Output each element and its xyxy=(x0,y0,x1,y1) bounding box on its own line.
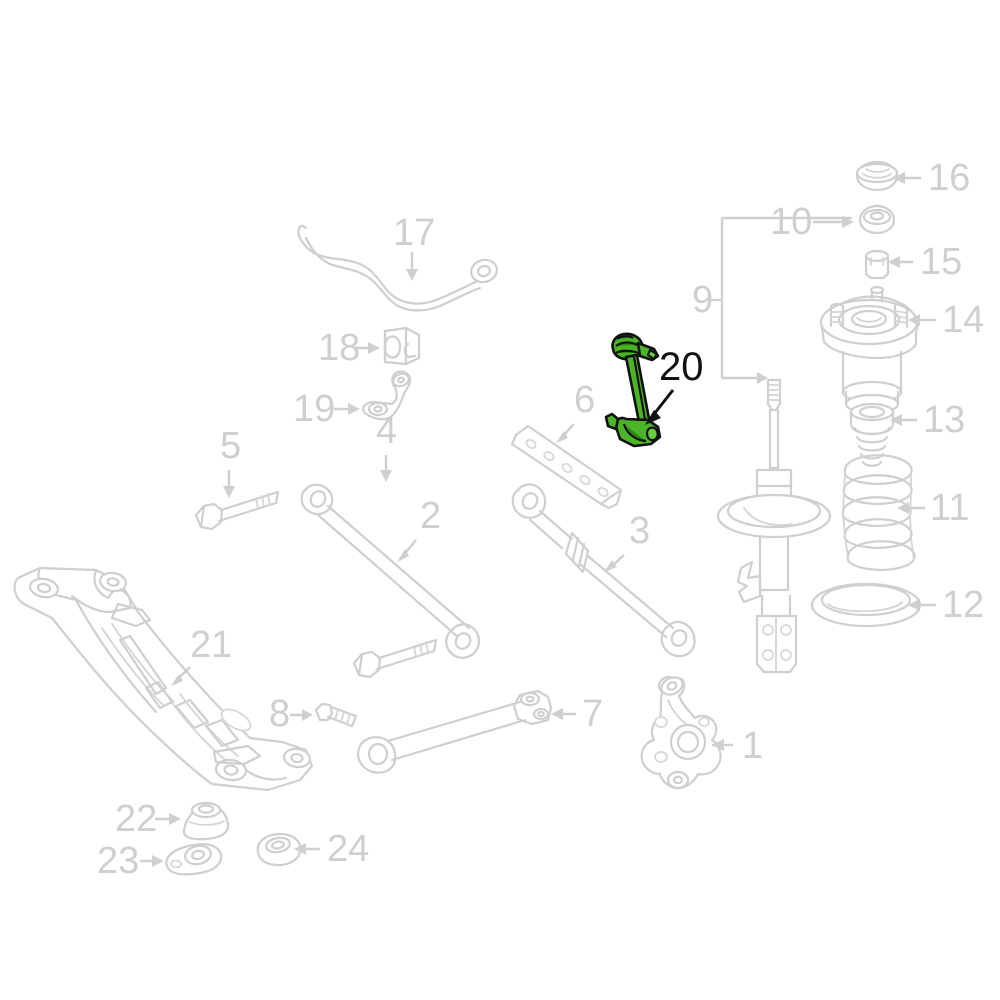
callout-label-16[interactable]: 16 xyxy=(928,157,970,199)
callout-label-13[interactable]: 13 xyxy=(923,399,965,441)
part-24-cushion-lower xyxy=(256,832,302,867)
part-13-bumper-stopper xyxy=(849,402,895,467)
callout-label-24[interactable]: 24 xyxy=(327,828,369,870)
part-9-shock-absorber xyxy=(716,378,832,674)
part-17-stabilizer-bar xyxy=(297,224,498,312)
callout-label-9[interactable]: 9 xyxy=(692,279,713,321)
callout-label-6[interactable]: 6 xyxy=(574,379,595,421)
callout-labels: 1 2 3 4 5 6 7 8 9 10 11 12 13 14 15 16 1… xyxy=(97,157,984,882)
part-6-support-plate xyxy=(510,424,623,510)
part-8-stud-bolt xyxy=(314,702,358,728)
part-14-suspension-support xyxy=(819,285,919,415)
callout-label-19[interactable]: 19 xyxy=(293,388,335,430)
callout-label-8[interactable]: 8 xyxy=(269,693,290,735)
callout-label-10[interactable]: 10 xyxy=(770,201,812,243)
callout-label-14[interactable]: 14 xyxy=(942,299,984,341)
part-22-cushion-upper xyxy=(182,801,230,841)
part-3-toe-adjust-link xyxy=(511,483,696,658)
part-15-collar xyxy=(864,249,890,280)
part-10-support-nut xyxy=(858,204,896,235)
callout-label-2[interactable]: 2 xyxy=(420,495,441,537)
part-12-spring-insulator xyxy=(810,582,922,628)
callout-label-22[interactable]: 22 xyxy=(115,798,157,840)
callout-label-4[interactable]: 4 xyxy=(376,410,397,452)
part-4-flange-bolt xyxy=(352,638,438,679)
part-1-axle-knuckle xyxy=(640,675,722,790)
part-11-coil-spring xyxy=(841,454,916,571)
callout-label-20[interactable]: 20 xyxy=(659,345,704,389)
part-19-stabilizer-bracket xyxy=(362,370,412,421)
callout-label-12[interactable]: 12 xyxy=(942,584,984,626)
part-20-stabilizer-link xyxy=(604,332,662,448)
part-2-lateral-control-arm xyxy=(300,483,480,659)
part-23-cushion-bracket xyxy=(165,843,223,876)
callout-label-7[interactable]: 7 xyxy=(582,693,603,735)
part-18-stabilizer-bushing xyxy=(383,326,421,366)
callout-label-18[interactable]: 18 xyxy=(318,327,360,369)
callout-label-11[interactable]: 11 xyxy=(930,487,969,529)
callout-label-23[interactable]: 23 xyxy=(97,840,139,882)
callout-label-5[interactable]: 5 xyxy=(220,425,241,467)
callout-label-15[interactable]: 15 xyxy=(920,241,962,283)
part-5-flange-bolt xyxy=(194,490,280,531)
part-21-crossmember xyxy=(13,566,314,792)
callout-label-21[interactable]: 21 xyxy=(190,624,232,666)
callout-label-1[interactable]: 1 xyxy=(742,725,763,767)
part-16-dust-cap xyxy=(855,160,899,192)
callout-leaders xyxy=(140,172,936,867)
part-7-trailing-arm xyxy=(356,689,553,774)
callout-label-17[interactable]: 17 xyxy=(393,212,435,254)
callout-label-3[interactable]: 3 xyxy=(629,510,650,552)
